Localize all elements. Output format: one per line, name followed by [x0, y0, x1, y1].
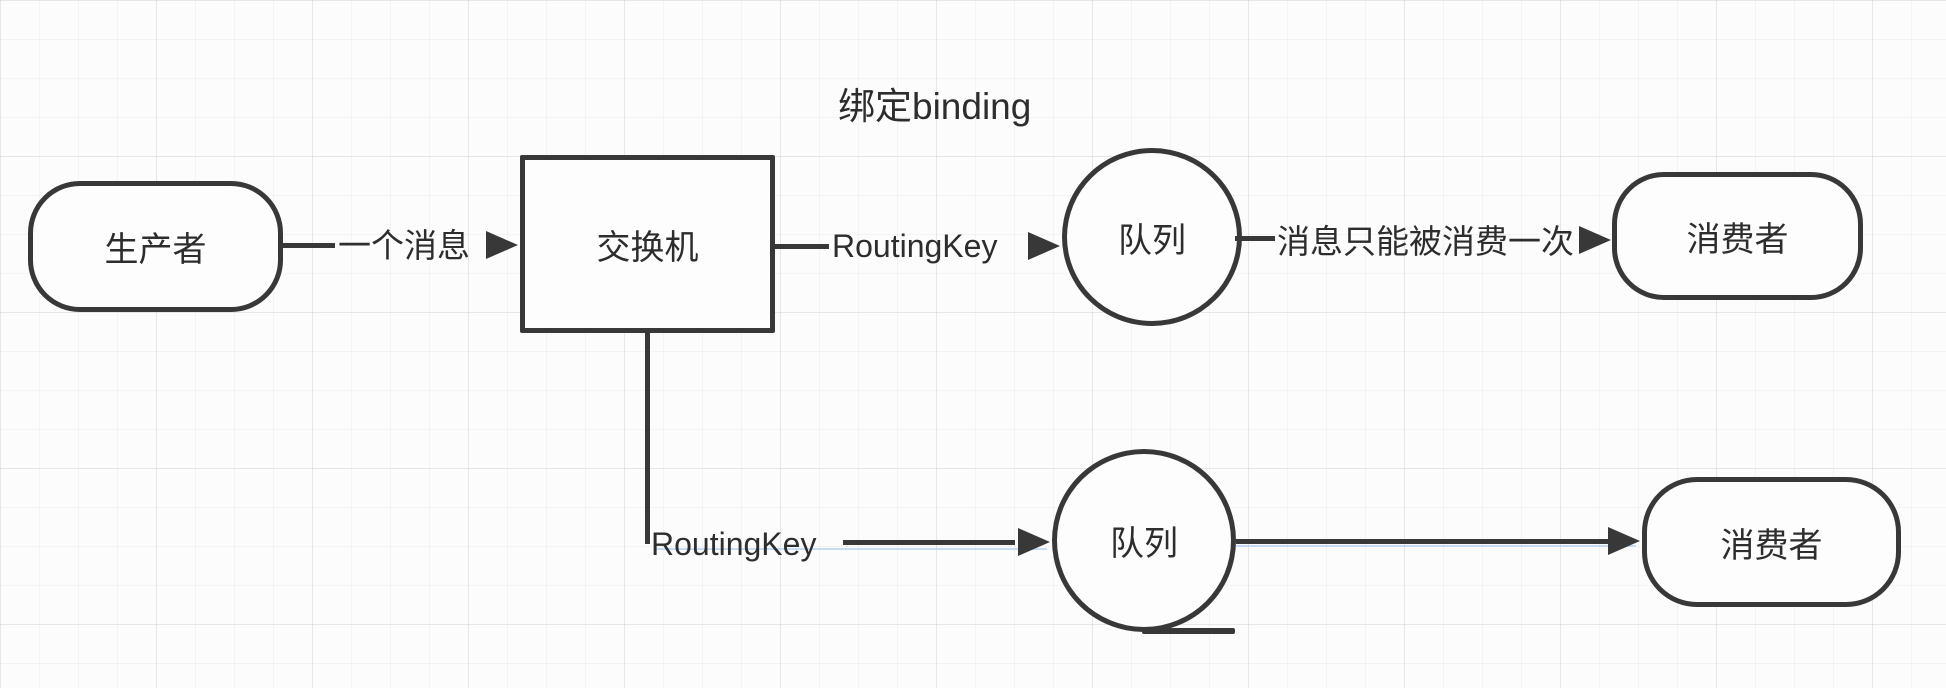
edge-queue1-consumer1-label[interactable]: 消息只能被消费一次 [1277, 223, 1574, 260]
node-exchange-label: 交换机 [596, 228, 699, 267]
node-consumer-2[interactable]: 消费者 [1642, 477, 1901, 607]
node-exchange[interactable]: 交换机 [520, 155, 775, 333]
node-consumer-1[interactable]: 消费者 [1612, 172, 1863, 300]
alignment-guide-line [655, 548, 1047, 550]
edge-queue1-consumer1-line[interactable] [1235, 236, 1275, 241]
edge-queue2-consumer2-line[interactable] [1236, 539, 1608, 544]
node-consumer-2-label: 消费者 [1720, 526, 1823, 565]
edge-producer-exchange-label[interactable]: 一个消息 [338, 227, 470, 264]
edge-exchange-queue2-line[interactable] [843, 540, 1015, 545]
node-consumer-1-label: 消费者 [1686, 220, 1789, 259]
arrowhead-icon [486, 231, 518, 259]
alignment-guide-line [1236, 545, 1636, 547]
node-producer[interactable]: 生产者 [28, 181, 283, 312]
arrowhead-icon [1028, 232, 1060, 260]
node-queue-2[interactable]: 队列 [1052, 449, 1236, 632]
arrowhead-icon [1608, 527, 1640, 555]
node-queue-1[interactable]: 队列 [1062, 148, 1242, 326]
node-queue-1-label: 队列 [1118, 221, 1186, 260]
edge-exchange-queue1-line[interactable] [775, 244, 829, 249]
edge-producer-exchange-line[interactable] [283, 243, 335, 248]
stray-stroke [1142, 628, 1235, 634]
arrowhead-icon [1579, 226, 1611, 254]
node-queue-2-label: 队列 [1110, 525, 1178, 563]
node-producer-label: 生产者 [104, 231, 207, 269]
edge-exchange-queue1-label[interactable]: RoutingKey [832, 228, 998, 264]
edge-exchange-queue2-label[interactable]: RoutingKey [651, 526, 817, 562]
binding-annotation[interactable]: 绑定binding [838, 86, 1032, 127]
arrowhead-icon [1018, 528, 1050, 556]
edge-exchange-queue2-drop-line[interactable] [645, 333, 650, 544]
